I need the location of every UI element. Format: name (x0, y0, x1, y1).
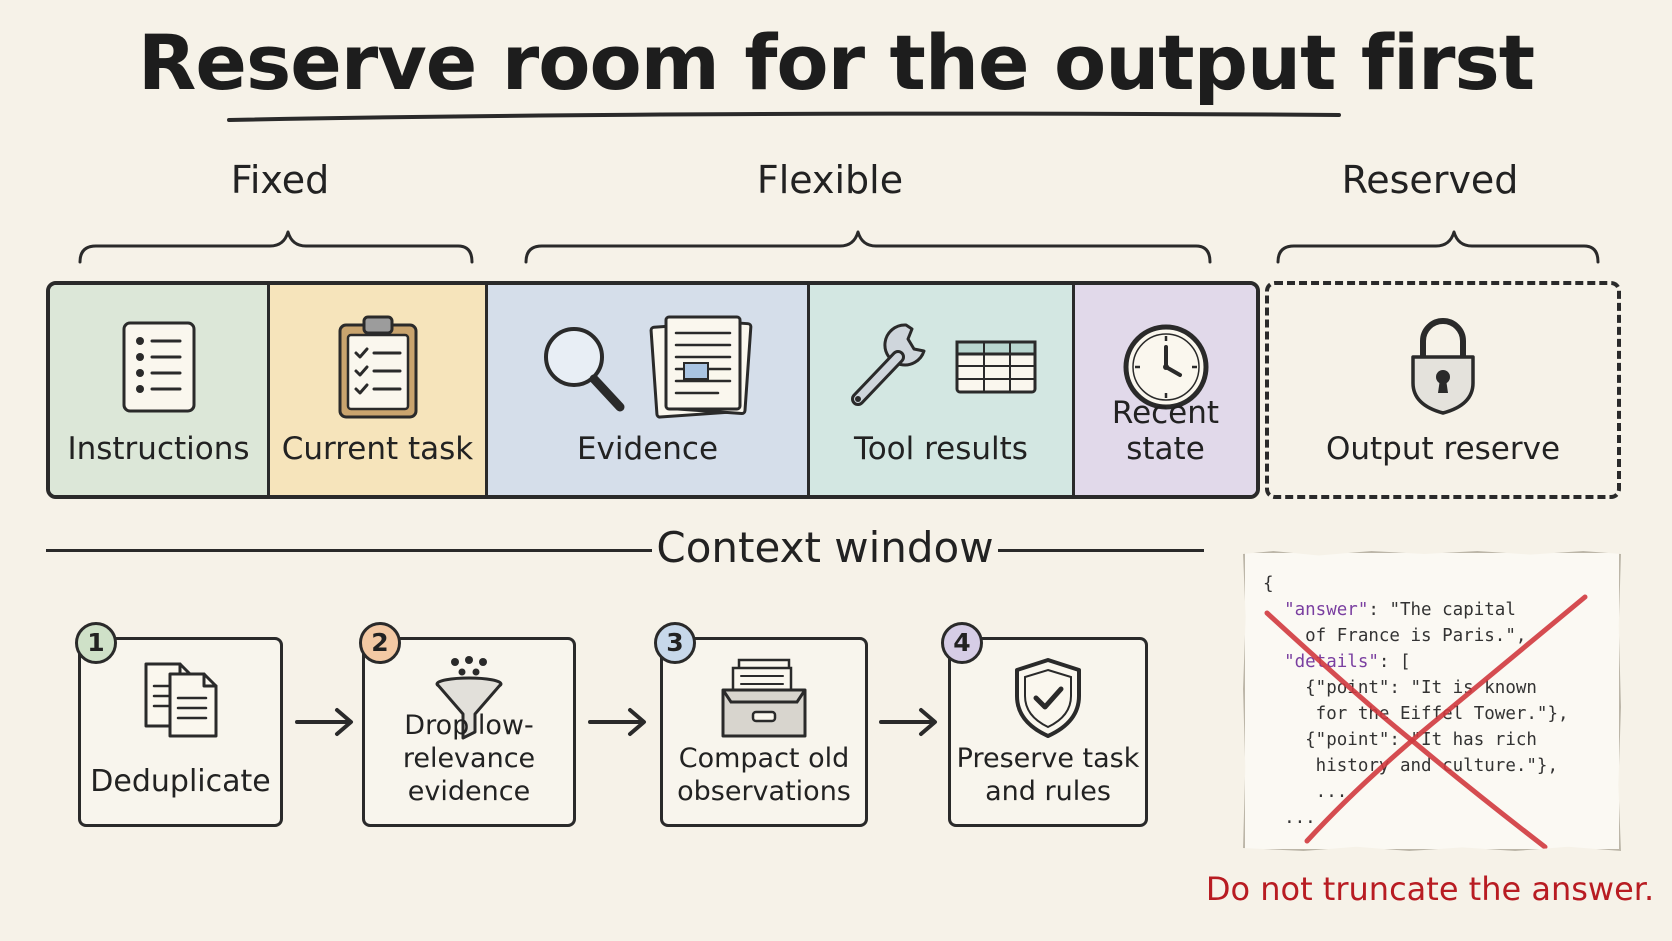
page-title: Reserve room for the output first (137, 18, 1535, 107)
brace-fixed (78, 230, 474, 264)
step-label-deduplicate: Deduplicate (90, 764, 271, 799)
clock-icon (1120, 321, 1212, 413)
table-icon (954, 339, 1038, 395)
json-code-line: ... (1263, 808, 1316, 828)
segment-current-task: Current task (270, 285, 488, 495)
context-line-left (46, 549, 652, 552)
segment-label-tool-results: Tool results (854, 431, 1028, 467)
wrench-icon (844, 317, 934, 417)
segment-recent-state: Recent state (1075, 285, 1256, 495)
step-label-line: Preserve task (956, 743, 1140, 774)
output-reserve-box: Output reserve (1265, 281, 1621, 499)
arrow-2-3 (588, 708, 646, 736)
json-code-block: { "answer": "The capital of France is Pa… (1263, 571, 1569, 831)
output-reserve-label: Output reserve (1325, 431, 1561, 467)
clipboard-checklist-icon (336, 313, 420, 421)
step-drop-low-relevance: Drop low-relevance evidence (362, 637, 576, 827)
step-label-line: and rules (985, 776, 1111, 807)
segment-label-instructions: Instructions (67, 431, 250, 467)
magnifier-icon (538, 319, 628, 415)
title-underline (227, 111, 1341, 122)
step-badge-4: 4 (941, 622, 983, 664)
step-badge-3: 3 (654, 622, 696, 664)
brace-reserved (1276, 230, 1600, 264)
step-label-line: observations (677, 776, 851, 807)
json-code-line: { (1263, 574, 1274, 594)
copies-icon (140, 660, 222, 740)
step-label-preserve-task: Preserve task and rules (951, 742, 1145, 808)
group-label-reserved: Reserved (1341, 158, 1519, 202)
step-badge-2: 2 (359, 622, 401, 664)
context-window-label: Context window (656, 523, 994, 572)
json-code-line: history and culture."}, (1263, 756, 1559, 776)
step-compact-observations: Compact old observations (660, 637, 868, 827)
shield-check-icon (1011, 656, 1085, 740)
context-window-bar: Instructions Current task (46, 281, 1260, 499)
segment-tool-results: Tool results (810, 285, 1075, 495)
funnel-icon (431, 654, 507, 746)
archive-box-icon (719, 656, 809, 740)
step-label-compact-observations: Compact old observations (663, 742, 865, 808)
group-label-fixed: Fixed (230, 158, 330, 202)
json-code-line: of France is Paris.", (1263, 626, 1527, 646)
step-label-line: evidence (407, 776, 531, 807)
context-line-right (998, 549, 1204, 552)
step-preserve-task: Preserve task and rules (948, 637, 1148, 827)
arrow-3-4 (879, 708, 937, 736)
truncation-warning: Do not truncate the answer. (1205, 870, 1655, 908)
padlock-icon (1405, 313, 1481, 417)
step-deduplicate: Deduplicate (78, 637, 283, 827)
segment-evidence: Evidence (488, 285, 810, 495)
step-badge-1: 1 (75, 622, 117, 664)
arrow-1-2 (295, 708, 353, 736)
segment-instructions: Instructions (50, 285, 270, 495)
group-label-flexible: Flexible (756, 158, 904, 202)
list-icon (120, 319, 198, 415)
brace-flexible (524, 230, 1212, 264)
step-label-line: Drop low-relevance (402, 710, 536, 774)
json-output-card: { "answer": "The capital of France is Pa… (1243, 551, 1621, 851)
documents-icon (648, 311, 758, 423)
segment-label-current-task: Current task (281, 431, 474, 467)
json-code-line: ... (1263, 782, 1348, 802)
segment-label-recent-state: Recent state (1111, 395, 1220, 467)
red-cross-icon (1264, 594, 1588, 850)
segment-label-evidence: Evidence (576, 431, 719, 467)
group-braces (78, 230, 1600, 264)
step-label-drop-low-relevance: Drop low-relevance evidence (365, 709, 573, 808)
json-code-line: "answer": "The capital (1284, 600, 1516, 620)
step-label-line: Compact old (678, 743, 850, 774)
json-code-line: "details": [ (1284, 652, 1411, 672)
